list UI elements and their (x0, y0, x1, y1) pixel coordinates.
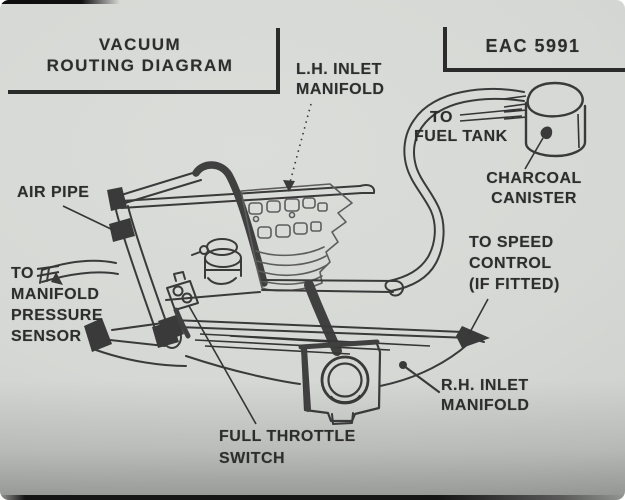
label-line: MANIFOLD (441, 397, 530, 414)
label-line: (IF FITTED) (469, 276, 560, 293)
part-number: EAC 5991 (444, 36, 622, 56)
pressure-sensor-arrow (36, 265, 60, 277)
lower-vacuum-tube (261, 279, 405, 297)
charcoal-leader (524, 137, 544, 170)
label-line: TO (11, 265, 34, 282)
label-line: TO (430, 109, 453, 126)
label-line: SENSOR (11, 328, 82, 345)
label-lh-inlet-manifold: L.H. INLET MANIFOLD (296, 60, 384, 100)
label-to-speed-control: TO SPEED CONTROL (IF FITTED) (469, 232, 560, 295)
air-pipe-leader (62, 205, 114, 231)
leader-lines (36, 103, 544, 425)
label-line: CHARCOAL (486, 170, 582, 187)
fuel-tank-line (459, 108, 523, 122)
label-line: FUEL TANK (414, 128, 508, 145)
label-line: MANIFOLD (296, 81, 385, 98)
scan-border-bottom (0, 495, 625, 500)
label-charcoal-canister: CHARCOAL CANISTER (482, 169, 586, 209)
scan-border-top (0, 0, 120, 4)
diagram-title: VACUUM ROUTING DIAGRAM (28, 34, 252, 76)
engine-assembly (39, 161, 376, 348)
label-line: TO SPEED (469, 234, 554, 251)
rh-manifold-leader (402, 364, 441, 394)
label-line: FULL THROTTLE (219, 428, 356, 445)
rh-inlet-manifold-drawing (84, 315, 490, 387)
speed-control-leader (468, 298, 489, 335)
label-line: CONTROL (469, 255, 552, 272)
title-line: VACUUM (98, 35, 182, 54)
label-line: AIR PIPE (17, 184, 90, 201)
label-rh-inlet-manifold: R.H. INLET MANIFOLD (441, 376, 529, 416)
label-to-manifold-pressure-sensor: TO MANIFOLD PRESSURE SENSOR (11, 263, 103, 347)
label-line: CANISTER (491, 190, 577, 207)
lh-manifold-leader (288, 103, 312, 187)
title-line: ROUTING DIAGRAM (46, 56, 234, 75)
lh-manifold-arrowhead (283, 180, 295, 192)
part-number-text: EAC 5991 (485, 36, 581, 56)
pressure-sensor-arrowhead (51, 272, 63, 285)
throttle-body-drawing (298, 339, 382, 425)
hose-to-canister (384, 88, 525, 292)
title-bracket-vertical (276, 28, 280, 93)
full-throttle-switch-drawing (166, 271, 199, 339)
throttle-switch-leader (188, 305, 257, 425)
label-air-pipe: AIR PIPE (17, 183, 89, 203)
part-number-bracket-vertical (443, 27, 447, 72)
label-line: MANIFOLD (11, 286, 100, 303)
label-line: SWITCH (219, 450, 286, 467)
charcoal-canister-drawing (503, 81, 587, 158)
label-to-fuel-tank: TO FUEL TANK (414, 108, 508, 146)
label-line: PRESSURE (11, 307, 104, 324)
label-line: R.H. INLET (441, 377, 529, 394)
label-full-throttle-switch: FULL THROTTLE SWITCH (219, 426, 356, 470)
title-underline (8, 90, 280, 94)
part-number-underline (443, 68, 625, 72)
label-line: L.H. INLET (296, 61, 382, 78)
